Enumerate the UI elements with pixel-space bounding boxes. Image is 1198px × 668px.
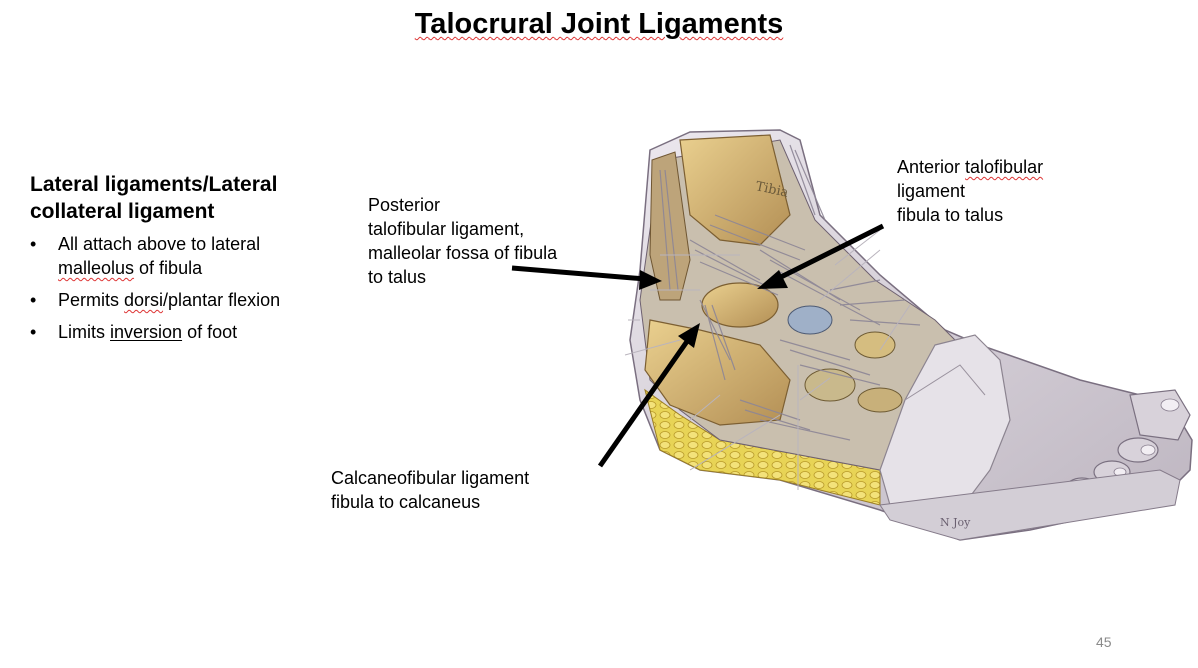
- bullet-text: All attach above to lateral: [58, 234, 261, 254]
- navicular-bone: [787, 305, 833, 335]
- posterior-label-line: Posterior: [368, 195, 441, 215]
- bullet-text-marked: dorsi: [124, 290, 164, 310]
- left-heading: Lateral ligaments/Lateral collateral lig…: [30, 173, 278, 223]
- calcaneofibular-arrow: [597, 323, 700, 468]
- anterior-label-line: ligament: [897, 181, 966, 201]
- posterior-label-line: talofibular ligament,: [368, 219, 525, 239]
- posterior-label-line: to talus: [368, 267, 427, 287]
- bullet-text: Limits: [58, 322, 111, 342]
- bullet-item: • All attach above to lateral malleolus …: [30, 232, 340, 280]
- metatarsal-base: [857, 387, 903, 413]
- fibula-bone: [649, 151, 691, 301]
- posterior-arrow: [511, 265, 662, 290]
- page-number: 45: [1096, 634, 1112, 650]
- bullet-text-marked: malleolus: [58, 258, 135, 278]
- calcaneofibular-label-line: fibula to calcaneus: [331, 492, 481, 512]
- anterior-label-text: Anterior: [897, 157, 966, 177]
- bullet-text: Permits: [58, 290, 125, 310]
- posterior-label: Posterior talofibular ligament, malleola…: [368, 193, 557, 289]
- calcaneofibular-label: Calcaneofibular ligament fibula to calca…: [331, 466, 529, 514]
- bullet-item: • Limits inversion of foot: [30, 320, 340, 344]
- support-block: [879, 469, 1181, 541]
- bullet-text: of fibula: [134, 258, 203, 278]
- anterior-label-line: Anterior talofibular: [897, 155, 1043, 179]
- bullet-text: of foot: [182, 322, 238, 342]
- artist-signature: N Joy: [940, 516, 971, 529]
- bullet-dot: •: [30, 322, 37, 342]
- anterior-label: Anterior talofibular ligament fibula to …: [897, 155, 1043, 227]
- bullet-text: /plantar flexion: [163, 290, 281, 310]
- heel-fat-pad: [644, 388, 881, 506]
- anterior-label-line: fibula to talus: [897, 205, 1004, 225]
- slide-title: Talocrural Joint Ligaments: [0, 8, 1198, 41]
- tibia-text: Tibia: [754, 179, 790, 201]
- cuboid-bone: [804, 368, 856, 402]
- bullet-list: • All attach above to lateral malleolus …: [30, 232, 340, 352]
- leader-lines: [624, 229, 911, 490]
- title-word-talocrural: Talocrural Joint Ligaments: [414, 8, 784, 40]
- posterior-label-line: malleolar fossa of fibula: [368, 243, 558, 263]
- bullet-text-underlined: inversion: [110, 322, 183, 342]
- cuneiform-bone: [854, 331, 896, 359]
- forefoot-bandage: [879, 334, 1011, 511]
- bandage-fold: [904, 364, 986, 401]
- anterior-arrow: [757, 223, 885, 289]
- calcaneofibular-label-line: Calcaneofibular ligament: [331, 468, 530, 488]
- bullet-dot: •: [30, 234, 37, 254]
- bullet-dot: •: [30, 290, 37, 310]
- anterior-label-marked: talofibular: [965, 157, 1044, 177]
- bullet-item: • Permits dorsi/plantar flexion: [30, 288, 340, 312]
- ligament-fibers: [659, 144, 921, 441]
